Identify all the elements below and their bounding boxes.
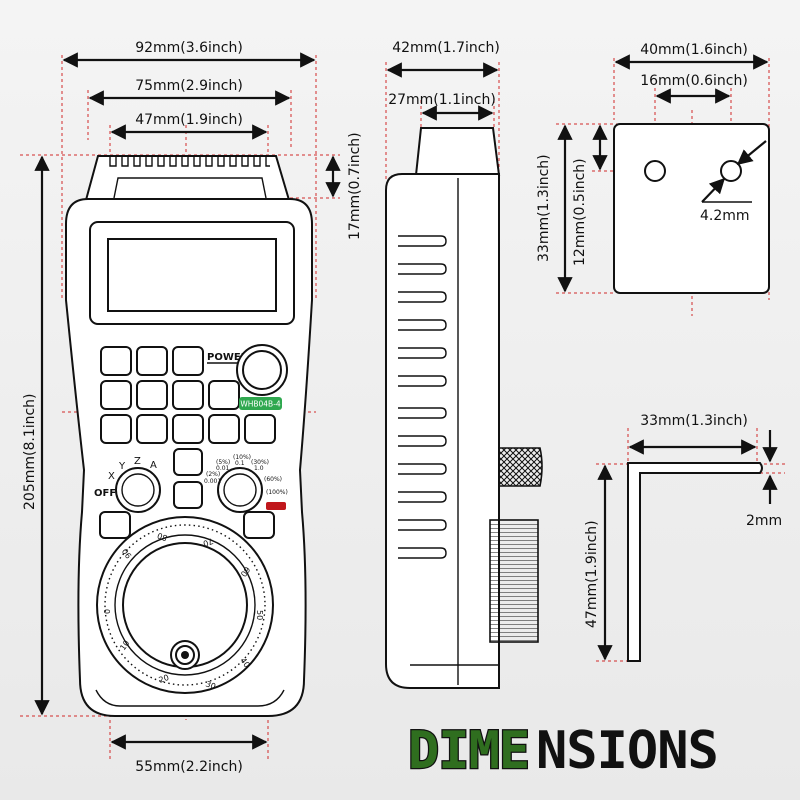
mpg-handwheel: 0 10 20 30 40 50 60 70 80 90 xyxy=(96,516,274,694)
step-label-10pct: (10%) xyxy=(233,454,251,461)
step-label-0001: 0.001 xyxy=(204,478,221,485)
dim-front-width-47: 47mm(1.9inch) xyxy=(135,112,243,128)
dim-front-width-75: 75mm(2.9inch) xyxy=(135,78,243,94)
key[interactable] xyxy=(99,511,131,539)
wheel-num-0: 0 xyxy=(103,609,112,614)
axis-z-label: Z xyxy=(134,456,141,467)
dim-bracket-side-height-47: 47mm(1.9inch) xyxy=(584,520,600,628)
step-label-01: 0.1 xyxy=(235,460,245,467)
wheel-num-80: 80 xyxy=(156,531,169,543)
step-label-10: 1.0 xyxy=(254,465,264,472)
side-view: 42mm(1.7inch) 27mm(1.1inch) xyxy=(385,40,543,689)
axis-y-label: Y xyxy=(118,461,126,472)
dim-side-width-27: 27mm(1.1inch) xyxy=(388,92,496,108)
side-top-grip xyxy=(414,127,501,176)
key[interactable] xyxy=(172,414,204,444)
lcd-screen xyxy=(107,238,277,312)
key[interactable] xyxy=(172,380,204,410)
power-label: POWER xyxy=(207,352,249,363)
side-body xyxy=(385,173,500,689)
dimensions-banner: DIME NSIONS xyxy=(407,720,719,783)
key[interactable] xyxy=(100,414,132,444)
axis-off-label: OFF xyxy=(94,488,116,499)
step-label-001: 0.01 xyxy=(216,465,230,472)
dim-front-height-17: 17mm(0.7inch) xyxy=(347,132,363,240)
dim-bracket-hole: 4.2mm xyxy=(700,208,750,224)
key[interactable] xyxy=(172,346,204,376)
step-label-60pct: (60%) xyxy=(264,476,282,483)
key[interactable] xyxy=(136,346,168,376)
step-label-2pct: (2%) xyxy=(206,471,220,478)
dim-side-width-42: 42mm(1.7inch) xyxy=(392,40,500,56)
bracket-hole-right xyxy=(720,160,742,182)
power-button[interactable] xyxy=(242,350,282,390)
side-ribs xyxy=(398,235,447,559)
front-view: POWER WHB04B-4 OFF X Y Z A (2%) 0.001 (5… xyxy=(20,40,363,775)
axis-selector: OFF X Y Z A xyxy=(94,456,161,513)
dim-bracket-width-40: 40mm(1.6inch) xyxy=(640,42,748,58)
bracket-hole-left xyxy=(644,160,666,182)
dim-front-width-92: 92mm(3.6inch) xyxy=(135,40,243,56)
bracket-side-view: 33mm(1.3inch) 2mm 47mm(1.9inch) xyxy=(584,413,785,662)
step-label-5pct: (5%) xyxy=(216,459,230,466)
side-knob xyxy=(498,447,543,487)
wheel-num-30: 30 xyxy=(204,679,217,691)
key[interactable] xyxy=(244,414,276,444)
wheel-num-70: 70 xyxy=(202,536,215,548)
axis-x-label: X xyxy=(108,471,115,482)
keypad xyxy=(99,346,276,539)
step-label-30pct: (30%) xyxy=(251,459,269,466)
key[interactable] xyxy=(136,414,168,444)
key[interactable] xyxy=(136,380,168,410)
step-selector: (2%) 0.001 (5%) 0.01 (10%) 0.1 (30%) 1.0… xyxy=(204,454,288,513)
axis-a-label: A xyxy=(150,460,157,471)
dim-bracket-spacing-16: 16mm(0.6inch) xyxy=(640,73,748,89)
banner-part-green: DIME xyxy=(408,721,529,781)
banner-part-black: NSIONS xyxy=(536,721,718,781)
dim-front-height-205: 205mm(8.1inch) xyxy=(22,393,38,510)
dim-bracket-height-33: 33mm(1.3inch) xyxy=(536,154,552,262)
key[interactable] xyxy=(208,380,240,410)
dim-front-bottom-55: 55mm(2.2inch) xyxy=(135,759,243,775)
wheel-num-20: 20 xyxy=(158,673,171,685)
key[interactable] xyxy=(173,448,203,476)
model-badge xyxy=(239,397,282,410)
red-button[interactable] xyxy=(266,502,286,510)
wheel-num-50: 50 xyxy=(255,610,264,620)
key[interactable] xyxy=(173,481,203,509)
side-handwheel xyxy=(489,519,539,643)
key[interactable] xyxy=(100,346,132,376)
bracket-angle xyxy=(627,462,763,662)
model-badge-text: WHB04B-4 xyxy=(240,400,281,409)
dim-bracket-height-12: 12mm(0.5inch) xyxy=(572,158,588,266)
bracket-top-view: 40mm(1.6inch) 16mm(0.6inch) 33mm(1.3inch… xyxy=(536,42,770,316)
step-label-100pct: (100%) xyxy=(266,489,288,496)
key[interactable] xyxy=(100,380,132,410)
key[interactable] xyxy=(208,414,240,444)
key[interactable] xyxy=(243,511,275,539)
dim-bracket-side-width-33: 33mm(1.3inch) xyxy=(640,413,748,429)
dim-bracket-thickness: 2mm xyxy=(746,513,782,529)
